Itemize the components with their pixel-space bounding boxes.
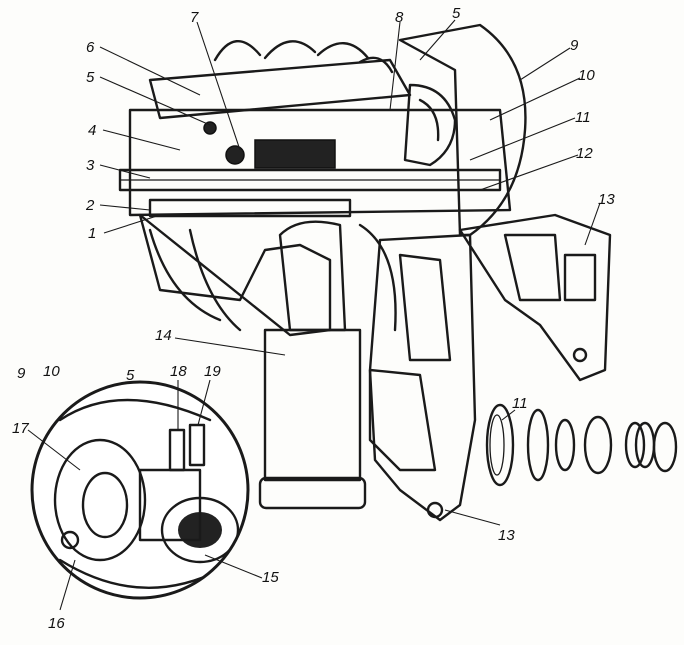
- callout-14: 14: [155, 327, 172, 344]
- leader-lines: [27, 19, 601, 611]
- callout-12: 12: [576, 145, 593, 162]
- callout-11-top: 11: [575, 109, 591, 126]
- callout-3: 3: [86, 157, 95, 174]
- callout-1: 1: [88, 225, 96, 242]
- callout-17: 17: [12, 420, 29, 437]
- upper-manifold: [148, 39, 412, 169]
- callout-13-right: 13: [598, 191, 615, 208]
- callout-6: 6: [86, 39, 95, 56]
- callout-labels: 1 2 3 4 5 5 5 6 7 8 9 9 10 10 11 11 12 1…: [12, 5, 615, 632]
- right-cover: [398, 23, 527, 237]
- callout-18: 18: [170, 363, 187, 380]
- callout-19: 19: [204, 363, 221, 380]
- intake-manifold: [138, 213, 397, 510]
- callout-5-inset: 5: [126, 367, 135, 384]
- exploded-parts: [485, 403, 678, 487]
- callout-5-top: 5: [452, 5, 461, 22]
- callout-10-inset: 10: [43, 363, 60, 380]
- callout-13-bottom: 13: [498, 527, 515, 544]
- main-housing: [118, 108, 512, 218]
- callout-11-parts: 11: [512, 395, 528, 412]
- callout-9-inset: 9: [17, 365, 26, 382]
- callout-16: 16: [48, 615, 65, 632]
- callout-2: 2: [85, 197, 95, 214]
- callout-10-top: 10: [578, 67, 595, 84]
- callout-5-left: 5: [86, 69, 95, 86]
- callout-8: 8: [395, 9, 404, 26]
- lower-bracket: [368, 233, 477, 522]
- callout-4: 4: [88, 122, 96, 139]
- callout-7: 7: [190, 9, 199, 26]
- callout-15: 15: [262, 569, 279, 586]
- callout-9-top: 9: [570, 37, 579, 54]
- mounting-bracket: [458, 213, 612, 382]
- inset-detail: [30, 380, 250, 600]
